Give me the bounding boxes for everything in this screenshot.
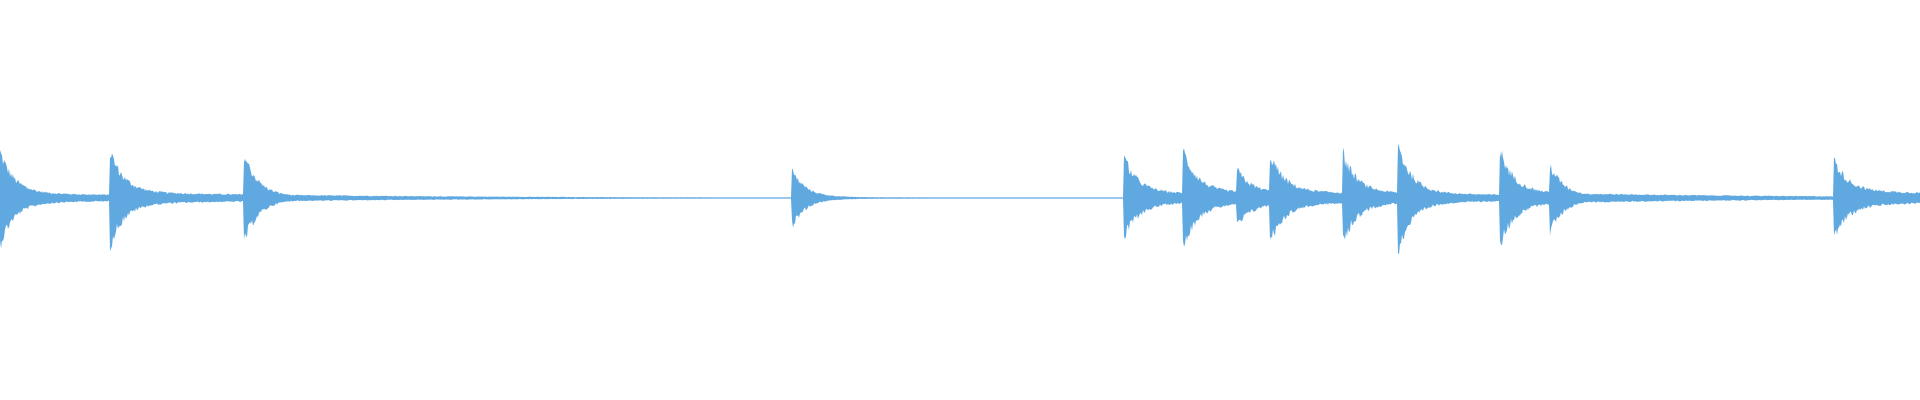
waveform-amplitude-path: [0, 143, 1920, 255]
